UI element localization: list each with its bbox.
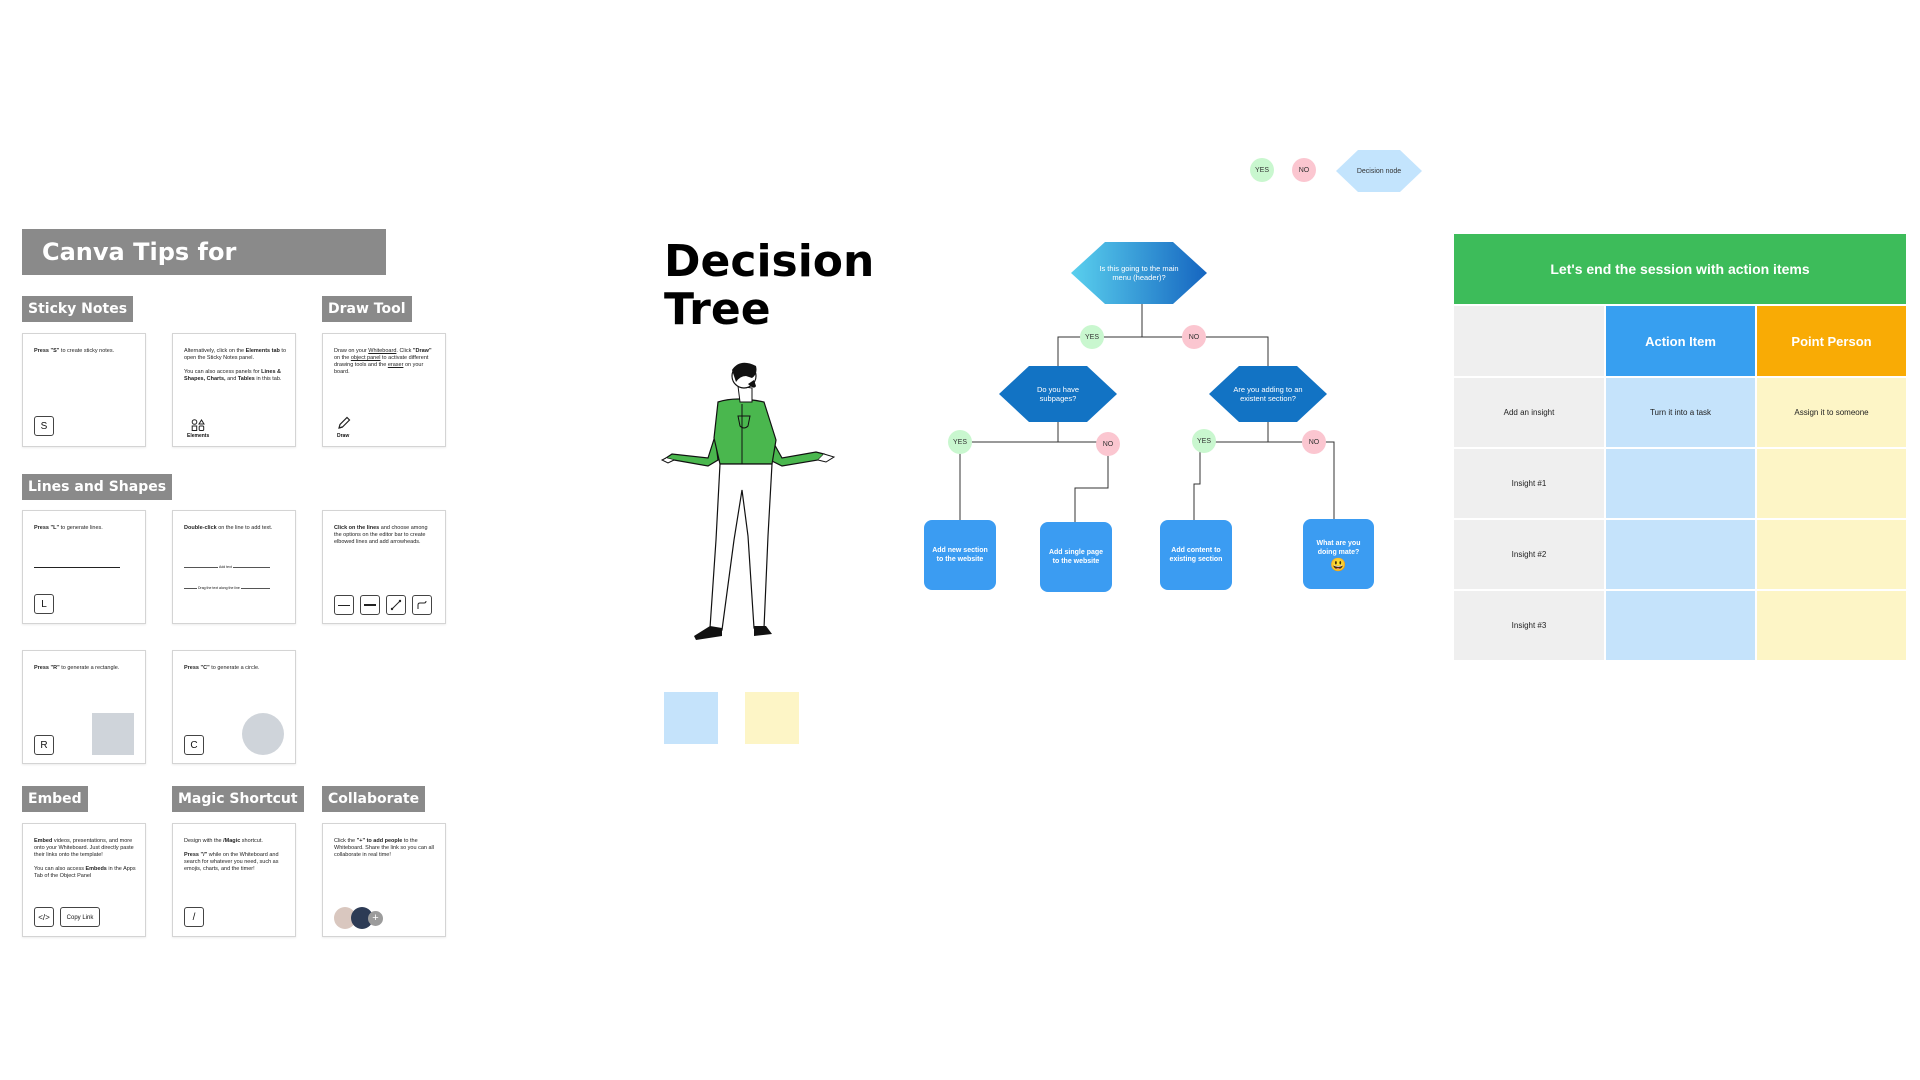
tips-title: Canva Tips for Whiteboards <box>22 229 386 312</box>
add-people-icon[interactable]: + <box>368 911 383 926</box>
tip-card-lines-text[interactable]: Double-click on the line to add text. Ad… <box>172 510 296 624</box>
key-s: S <box>34 416 54 436</box>
section-label-magic-shortcut: Magic Shortcut <box>172 786 304 812</box>
table-row-3-insight[interactable]: Insight #3 <box>1454 591 1604 660</box>
line-elbow-icon <box>412 595 432 615</box>
copy-link-button[interactable]: Copy Link <box>60 907 100 927</box>
table-corner-cell <box>1454 306 1604 376</box>
table-row-1-insight[interactable]: Insight #1 <box>1454 449 1604 518</box>
right-no-badge: NO <box>1302 430 1326 454</box>
swatch-blue[interactable] <box>664 692 718 744</box>
tip-card-collaborate[interactable]: Click the "+" to add people to the White… <box>322 823 446 937</box>
section-label-collaborate: Collaborate <box>322 786 426 812</box>
legend-yes: YES <box>1250 158 1274 182</box>
table-row-1-person[interactable] <box>1757 449 1906 518</box>
key-slash: / <box>184 907 204 927</box>
line-diagonal-icon <box>386 595 406 615</box>
tip-card-sticky-press[interactable]: Press "S" to create sticky notes. S <box>22 333 146 447</box>
table-row-3-person[interactable] <box>1757 591 1906 660</box>
draw-caption: Draw <box>337 433 350 439</box>
legend-node-label: Decision node <box>1356 167 1402 175</box>
section-label-embed: Embed <box>22 786 88 812</box>
legend-diamond <box>1336 150 1422 197</box>
line-style-thick-icon <box>360 595 380 615</box>
table-row-2-person[interactable] <box>1757 520 1906 589</box>
root-yes-badge: YES <box>1080 325 1104 349</box>
key-embed-code: </> <box>34 907 54 927</box>
sample-line <box>34 567 120 568</box>
key-l: L <box>34 594 54 614</box>
tip-card-lines-editor[interactable]: Click on the lines and choose among the … <box>322 510 446 624</box>
sample-circle <box>242 713 284 755</box>
left-decision-node[interactable] <box>999 366 1117 422</box>
key-r: R <box>34 735 54 755</box>
table-row-0-action[interactable]: Turn it into a task <box>1606 378 1755 447</box>
sample-rectangle <box>92 713 134 755</box>
header-action-item: Action Item <box>1606 306 1755 376</box>
tip-card-rectangle[interactable]: Press "R" to generate a rectangle. R <box>22 650 146 764</box>
swatch-yellow[interactable] <box>745 692 799 744</box>
smiley-emoji-icon: 😃 <box>1330 557 1347 572</box>
header-point-person: Point Person <box>1757 306 1906 376</box>
tip-card-magic[interactable]: Design with the /Magic shortcut.Press "/… <box>172 823 296 937</box>
legend-no: NO <box>1292 158 1316 182</box>
action-table-title: Let's end the session with action items <box>1454 234 1906 304</box>
table-row-2-action[interactable] <box>1606 520 1755 589</box>
sample-line-drag-text: Drag the text along the line <box>197 586 241 590</box>
tip-card-sticky-elements[interactable]: Alternatively, click on the Elements tab… <box>172 333 296 447</box>
table-row-3-action[interactable] <box>1606 591 1755 660</box>
right-yes-badge: YES <box>1192 429 1216 453</box>
table-row-1-action[interactable] <box>1606 449 1755 518</box>
line-style-straight-icon <box>334 595 354 615</box>
tip-card-embed[interactable]: Embed videos, presentations, and more on… <box>22 823 146 937</box>
elements-icon <box>191 418 205 436</box>
tip-card-circle[interactable]: Press "C" to generate a circle. C <box>172 650 296 764</box>
decision-tree-title: Decision Tree <box>664 236 875 335</box>
section-label-draw-tool: Draw Tool <box>322 296 412 322</box>
table-row-2-insight[interactable]: Insight #2 <box>1454 520 1604 589</box>
left-no-badge: NO <box>1096 432 1120 456</box>
avatar-2 <box>351 907 373 929</box>
section-label-sticky-notes: Sticky Notes <box>22 296 134 322</box>
elements-caption: Elements <box>187 433 210 439</box>
tip-card-draw[interactable]: Draw on your Whiteboard. Click "Draw" on… <box>322 333 446 447</box>
table-row-0-insight[interactable]: Add an insight <box>1454 378 1604 447</box>
key-c: C <box>184 735 204 755</box>
tip-card-lines-press[interactable]: Press "L" to generate lines. L <box>22 510 146 624</box>
sample-line-text: Add text <box>218 565 233 569</box>
section-label-lines-shapes: Lines and Shapes <box>22 474 173 500</box>
left-yes-badge: YES <box>948 430 972 454</box>
avatar-1 <box>334 907 356 929</box>
right-decision-node[interactable] <box>1209 366 1327 422</box>
root-no-badge: NO <box>1182 325 1206 349</box>
root-decision-node[interactable] <box>1071 242 1207 304</box>
person-illustration <box>660 362 836 640</box>
pencil-icon <box>337 416 351 435</box>
table-row-0-person[interactable]: Assign it to someone <box>1757 378 1906 447</box>
